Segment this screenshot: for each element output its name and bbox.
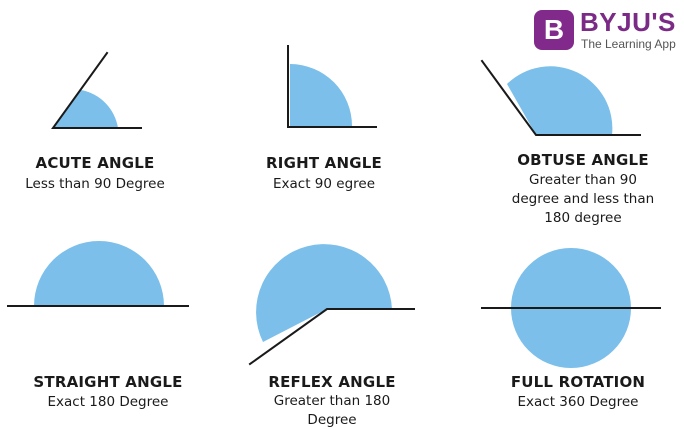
reflex-angle-desc-line-2: Degree [307, 412, 357, 428]
reflex-angle-title: REFLEX ANGLE [268, 373, 396, 391]
reflex-angle-desc-line-1: Greater than 180 [273, 393, 391, 409]
brand-mark-icon: B [534, 10, 574, 50]
acute-angle-desc-line: Less than 90 Degree [25, 176, 165, 192]
obtuse-angle-desc-line-3: 180 degree [544, 210, 622, 226]
obtuse-angle-desc: Greater than 90 degree and less than 180… [512, 171, 654, 228]
brand-tagline: The Learning App [581, 37, 676, 51]
straight-angle-figure [7, 241, 189, 307]
brand-name: BYJU'S [580, 7, 676, 37]
reflex-angle-desc: Greater than 180 Degree [274, 392, 390, 430]
right-angle-figure [287, 45, 377, 128]
right-angle-desc: Exact 90 egree [273, 175, 375, 194]
brand-logo: B BYJU'S The Learning App [534, 7, 682, 54]
straight-angle-desc-line: Exact 180 Degree [47, 394, 169, 410]
obtuse-angle-title: OBTUSE ANGLE [517, 151, 649, 169]
acute-angle-desc: Less than 90 Degree [25, 175, 165, 194]
full-rotation-figure [481, 248, 661, 368]
full-rotation-desc: Exact 360 Degree [518, 393, 639, 412]
obtuse-angle-figure [480, 59, 641, 136]
right-angle-title: RIGHT ANGLE [266, 154, 382, 172]
full-rotation-desc-line: Exact 360 Degree [517, 394, 639, 410]
obtuse-angle-desc-line-1: Greater than 90 [529, 172, 637, 188]
reflex-angle-figure [248, 244, 415, 366]
full-rotation-title: FULL ROTATION [510, 373, 646, 391]
right-angle-desc-line: Exact 90 egree [272, 176, 376, 192]
acute-angle-figure [51, 51, 142, 129]
obtuse-angle-desc-line-2: degree and less than [511, 191, 655, 207]
straight-angle-desc: Exact 180 Degree [48, 393, 169, 412]
straight-angle-title: STRAIGHT ANGLE [33, 373, 183, 391]
acute-angle-title: ACUTE ANGLE [35, 154, 155, 172]
